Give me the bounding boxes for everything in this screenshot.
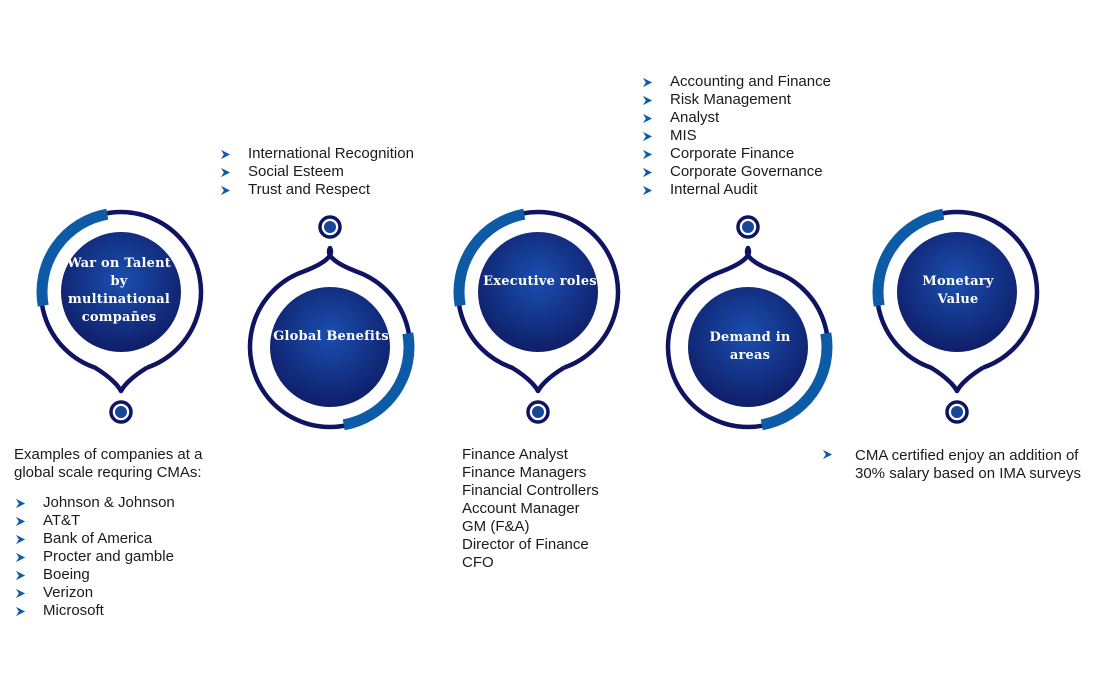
- node-disc: [897, 232, 1017, 352]
- examples-intro: Examples of companies at a global scale …: [14, 446, 203, 481]
- chevron-right-icon: [642, 167, 653, 178]
- node-monetary-value: [872, 208, 1040, 424]
- connector-dot-core: [115, 406, 127, 418]
- chevron-right-icon: [15, 570, 26, 581]
- demand-item: MIS: [641, 127, 831, 145]
- chevron-right-icon: [642, 95, 653, 106]
- benefit-item: Social Esteem: [219, 163, 414, 181]
- connector-dot-core: [324, 221, 336, 233]
- role-item: Director of Finance: [462, 536, 589, 553]
- demand-item: Accounting and Finance: [641, 73, 831, 91]
- demand-item-text: Corporate Governance: [670, 163, 823, 180]
- company-item-text: Procter and gamble: [43, 548, 174, 565]
- node-war-on-talent: [36, 208, 204, 424]
- company-item: Verizon: [14, 584, 246, 602]
- demand-item: Risk Management: [641, 91, 831, 109]
- chevron-right-icon: [220, 149, 231, 160]
- company-item-text: AT&T: [43, 512, 81, 529]
- node-disc: [270, 287, 390, 407]
- benefit-item: Trust and Respect: [219, 181, 414, 199]
- demand-item: Analyst: [641, 109, 831, 127]
- company-item: AT&T: [14, 512, 246, 530]
- chevron-right-icon: [15, 552, 26, 563]
- demand-item-text: Analyst: [670, 109, 720, 126]
- company-item: Johnson & Johnson: [14, 494, 246, 512]
- chevron-right-icon: [642, 113, 653, 124]
- examples-block: Examples of companies at a global scale …: [14, 446, 246, 620]
- company-item-text: Boeing: [43, 566, 90, 583]
- company-item-text: Microsoft: [43, 602, 104, 619]
- node-accent-arc: [453, 208, 526, 307]
- node-accent-arc: [872, 208, 945, 307]
- role-item: CFO: [462, 554, 494, 571]
- role-item: Financial Controllers: [462, 482, 599, 499]
- role-item: Finance Managers: [462, 464, 587, 481]
- benefit-item-text: International Recognition: [248, 145, 414, 162]
- demand-item: Internal Audit: [641, 181, 831, 199]
- company-item: Procter and gamble: [14, 548, 246, 566]
- connector-dot-core: [742, 221, 754, 233]
- node-accent-arc: [342, 332, 415, 431]
- demand-item-text: Risk Management: [670, 91, 791, 108]
- connector-dot-core: [532, 406, 544, 418]
- chevron-right-icon: [15, 606, 26, 617]
- node-label-war-on-talent: War on Talent by multinational compan̄es: [66, 256, 172, 325]
- node-accent-arc: [760, 332, 833, 431]
- node-label-executive-roles: Executive roles: [483, 274, 597, 289]
- benefit-item-text: Trust and Respect: [248, 181, 370, 198]
- role-item: Finance Analyst: [462, 446, 568, 463]
- node-disc: [61, 232, 181, 352]
- demand-item-text: Internal Audit: [670, 181, 758, 198]
- node-disc: [688, 287, 808, 407]
- node-disc: [478, 232, 598, 352]
- node-executive-roles: [453, 208, 621, 424]
- chevron-right-icon: [15, 498, 26, 509]
- benefit-item: International Recognition: [219, 145, 414, 163]
- demand-item: Corporate Governance: [641, 163, 831, 181]
- chevron-right-icon: [220, 185, 231, 196]
- demand-item-text: Accounting and Finance: [670, 73, 831, 90]
- node-demand-in-areas: [665, 215, 833, 431]
- chevron-right-icon: [642, 149, 653, 160]
- benefit-item-text: Social Esteem: [248, 163, 344, 180]
- node-label-demand-in-areas: Demand in areas: [709, 330, 791, 363]
- company-item-text: Bank of America: [43, 530, 153, 547]
- chevron-right-icon: [822, 449, 833, 460]
- chevron-right-icon: [642, 77, 653, 88]
- node-global-benefits: [247, 215, 415, 431]
- monetary-block: CMA certified enjoy an addition of 30% s…: [821, 447, 1103, 483]
- demand-item-text: Corporate Finance: [670, 145, 795, 162]
- company-item: Bank of America: [14, 530, 246, 548]
- chevron-right-icon: [642, 131, 653, 142]
- node-label-monetary-value: Monetary Value: [922, 274, 994, 307]
- chevron-right-icon: [15, 516, 26, 527]
- monetary-text: CMA certified enjoy an addition of 30% s…: [855, 447, 1081, 482]
- demand-item-text: MIS: [670, 127, 697, 144]
- chevron-right-icon: [642, 185, 653, 196]
- company-item: Microsoft: [14, 602, 246, 620]
- role-item: GM (F&A): [462, 518, 530, 535]
- role-item: Account Manager: [462, 500, 580, 517]
- chevron-right-icon: [220, 167, 231, 178]
- chevron-right-icon: [15, 588, 26, 599]
- company-item-text: Johnson & Johnson: [43, 494, 175, 511]
- connector-dot-core: [951, 406, 963, 418]
- chevron-right-icon: [15, 534, 26, 545]
- company-item-text: Verizon: [43, 584, 94, 601]
- demand-item: Corporate Finance: [641, 145, 831, 163]
- company-item: Boeing: [14, 566, 246, 584]
- node-label-global-benefits: Global Benefits: [273, 329, 389, 344]
- node-accent-arc: [36, 208, 109, 307]
